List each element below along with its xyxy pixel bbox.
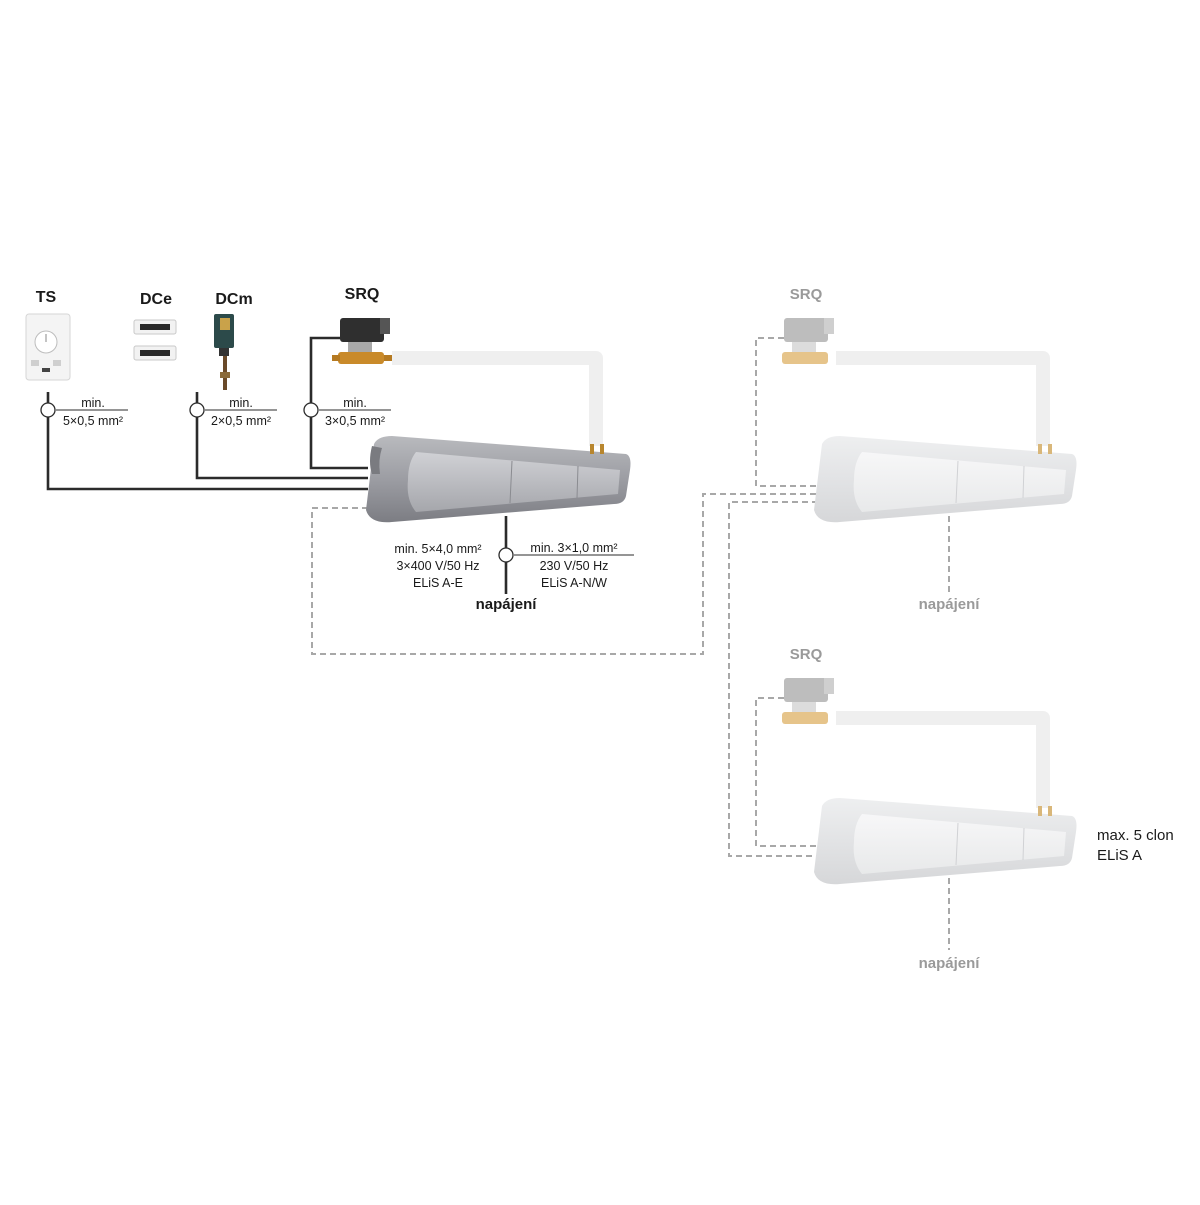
valve-srq-2-icon: [782, 318, 834, 364]
dashed-link-2-to-3: [728, 501, 818, 857]
valve-srq-3-icon: [782, 678, 834, 724]
power-left-line1: min. 5×4,0 mm²: [394, 542, 481, 556]
pipe-2: [836, 351, 1050, 446]
cable-marker-ts: [40, 402, 56, 418]
srq-3-label: SRQ: [790, 646, 823, 663]
pipe-3: [836, 711, 1050, 808]
cable-marker-srq: [303, 402, 319, 418]
power-left-line3: ELiS A-E: [413, 576, 463, 590]
door-contact-dcm-icon: [214, 314, 234, 390]
air-curtain-3: [814, 798, 1077, 885]
srq-main-label: SRQ: [345, 286, 380, 303]
cable-dcm-min: min.: [229, 396, 253, 410]
cable-dcm-size: 2×0,5 mm²: [211, 414, 271, 428]
cable-ts-min: min.: [81, 396, 105, 410]
wire-dcm: [195, 392, 368, 480]
power-left-line2: 3×400 V/50 Hz: [396, 559, 479, 573]
pipe-main: [392, 351, 603, 446]
dce-label: DCe: [140, 291, 172, 308]
power-right-line2: 230 V/50 Hz: [540, 559, 609, 573]
note-model: ELiS A: [1097, 847, 1142, 864]
door-contact-dce-icon: [133, 319, 177, 361]
air-curtain-2: [814, 436, 1077, 523]
power-label-2: napájení: [919, 596, 981, 613]
power-label-3: napájení: [919, 955, 981, 972]
cable-ts-size: 5×0,5 mm²: [63, 414, 123, 428]
dcm-label: DCm: [215, 291, 252, 308]
power-label-main: napájení: [476, 596, 538, 613]
note-max-units: max. 5 clon: [1097, 827, 1174, 844]
ts-label: TS: [36, 289, 57, 306]
valve-srq-main-icon: [332, 318, 392, 364]
cable-srq-size: 3×0,5 mm²: [325, 414, 385, 428]
srq-2-label: SRQ: [790, 286, 823, 303]
air-curtain-main: [366, 436, 631, 523]
dashed-srq-3: [755, 697, 818, 847]
cable-marker-power: [498, 547, 514, 563]
cable-marker-dcm: [189, 402, 205, 418]
cable-srq-min: min.: [343, 396, 367, 410]
power-right-line1: min. 3×1,0 mm²: [530, 541, 617, 555]
dashed-srq-2: [755, 337, 818, 487]
wire-ts: [46, 392, 368, 491]
dashed-link-main-to-2: [311, 493, 818, 655]
thermostat-ts-icon: [25, 313, 71, 381]
power-right-line3: ELiS A-N/W: [541, 576, 607, 590]
